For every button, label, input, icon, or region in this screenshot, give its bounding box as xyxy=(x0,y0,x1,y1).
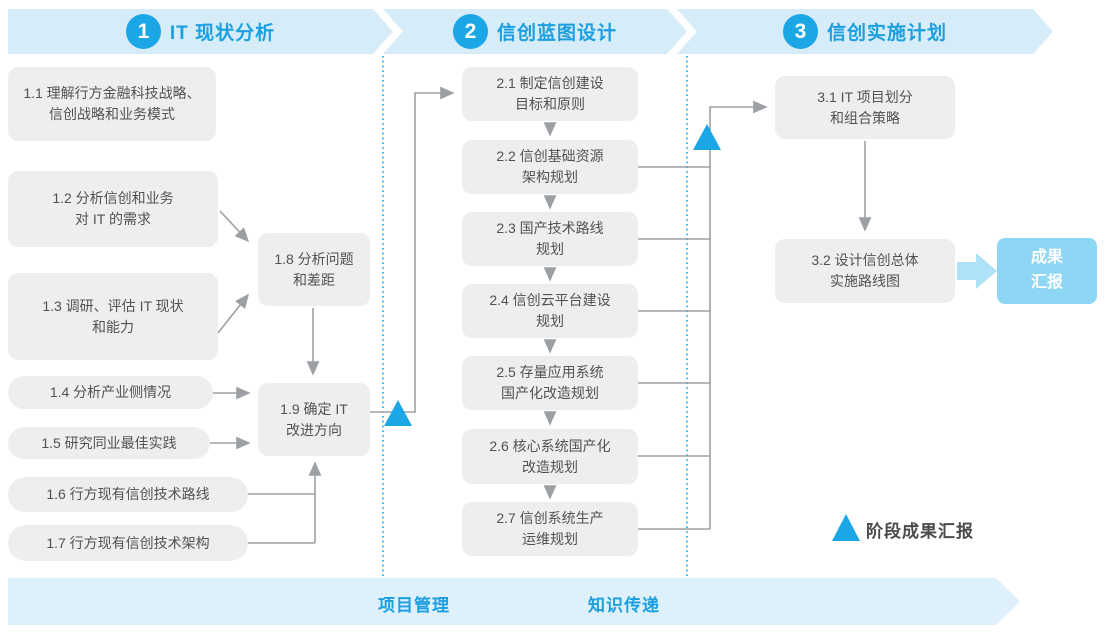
step-1-8-box: 1.8 分析问题 和差距 xyxy=(258,233,370,306)
legend-milestone-triangle-icon xyxy=(832,514,860,541)
step-1-6-box: 1.6 行方现有信创技术路线 xyxy=(8,477,248,512)
phase-2-title: 信创蓝图设计 xyxy=(496,23,617,44)
milestone-triangle-1-icon xyxy=(384,400,412,426)
legend-milestone-label: 阶段成果汇报 xyxy=(866,522,974,541)
milestone-triangle-2-icon xyxy=(693,124,721,150)
step-1-3-box: 1.3 调研、评估 IT 现状 和能力 xyxy=(8,273,218,360)
step-1-7-box: 1.7 行方现有信创技术架构 xyxy=(8,525,248,561)
step-1-5-box: 1.5 研究同业最佳实践 xyxy=(8,427,210,459)
step-1-9-box: 1.9 确定 IT 改进方向 xyxy=(258,383,370,456)
step-3-1-box: 3.1 IT 项目划分 和组合策略 xyxy=(775,76,955,139)
phase-3-number-badge: 3 xyxy=(783,14,818,49)
step-2-4-box: 2.4 信创云平台建设 规划 xyxy=(462,284,638,338)
phase-1-title: IT 现状分析 xyxy=(169,23,276,44)
phase-3-title: 信创实施计划 xyxy=(826,23,947,44)
step-2-5-box: 2.5 存量应用系统 国产化改造规划 xyxy=(462,356,638,410)
phase-2-banner: 2 信创蓝图设计 xyxy=(383,9,687,54)
step-2-3-box: 2.3 国产技术路线 规划 xyxy=(462,212,638,266)
footer-knowledge-transfer-label: 知识传递 xyxy=(588,596,660,615)
phase-3-banner: 3 信创实施计划 xyxy=(677,9,1053,54)
result-report-box: 成果 汇报 xyxy=(997,238,1097,304)
phase-1-number-badge: 1 xyxy=(126,14,161,49)
step-1-4-box: 1.4 分析产业侧情况 xyxy=(8,376,213,409)
footer-banner xyxy=(8,578,1020,625)
step-2-6-box: 2.6 核心系统国产化 改造规划 xyxy=(462,429,638,484)
step-3-2-box: 3.2 设计信创总体 实施路线图 xyxy=(775,239,955,303)
step-2-2-box: 2.2 信创基础资源 架构规划 xyxy=(462,140,638,194)
result-arrow-icon xyxy=(957,253,997,289)
step-1-2-box: 1.2 分析信创和业务 对 IT 的需求 xyxy=(8,171,218,247)
step-2-1-box: 2.1 制定信创建设 目标和原则 xyxy=(462,67,638,121)
step-2-7-box: 2.7 信创系统生产 运维规划 xyxy=(462,502,638,556)
footer-project-management-label: 项目管理 xyxy=(378,596,450,615)
phase-2-number-badge: 2 xyxy=(453,14,488,49)
phase-1-banner: 1 IT 现状分析 xyxy=(8,9,393,54)
step-1-1-box: 1.1 理解行方金融科技战略、 信创战略和业务模式 xyxy=(8,67,216,141)
